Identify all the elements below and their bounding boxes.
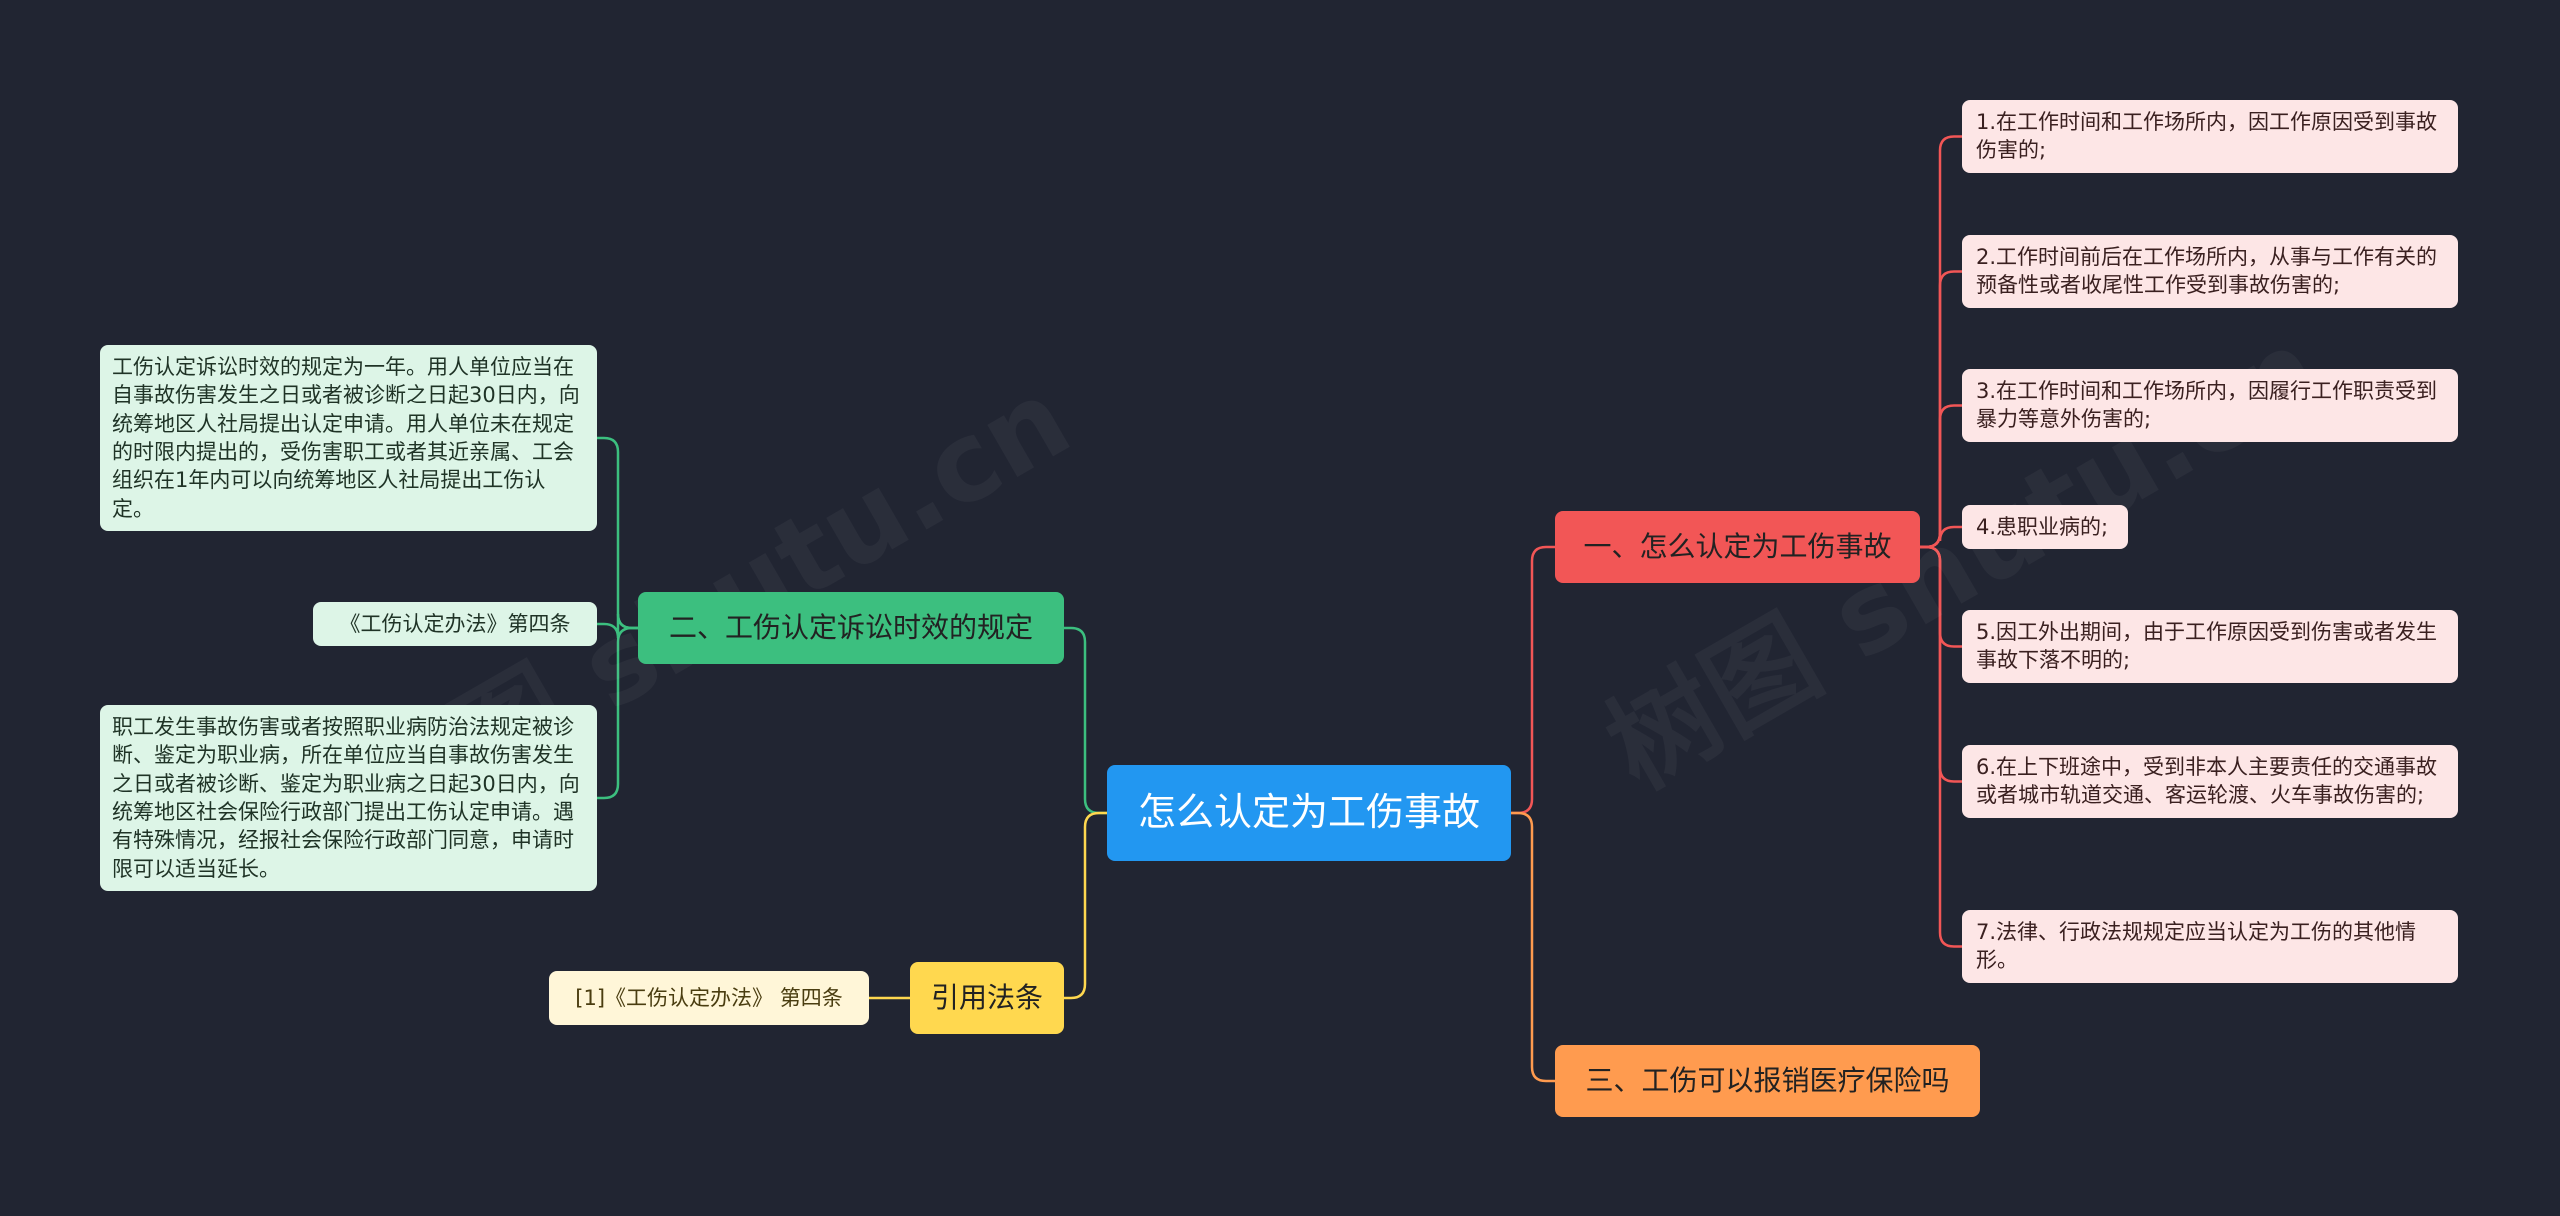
link-b2-leaf-2 <box>597 613 638 639</box>
link-b2-leaf-3 <box>597 626 638 800</box>
link-b1-leaf-7 <box>1920 545 1962 948</box>
branch-statute-of-limitations[interactable]: 二、工伤认定诉讼时效的规定 <box>638 592 1064 664</box>
branch-how-to-recognize[interactable]: 一、怎么认定为工伤事故 <box>1555 511 1920 583</box>
link-root-b3 <box>1511 811 1555 1083</box>
leaf-condition-1[interactable]: 1.在工作时间和工作场所内，因工作原因受到事故伤害的; <box>1962 100 2458 173</box>
leaf-condition-7[interactable]: 7.法律、行政法规规定应当认定为工伤的其他情形。 <box>1962 910 2458 983</box>
link-root-b2 <box>1064 626 1107 815</box>
leaf-occupational-disease-rule[interactable]: 职工发生事故伤害或者按照职业病防治法规定被诊断、鉴定为职业病，所在单位应当自事故… <box>100 705 597 892</box>
leaf-condition-6[interactable]: 6.在上下班途中，受到非本人主要责任的交通事故或者城市轨道交通、客运轮渡、火车事… <box>1962 745 2458 818</box>
leaf-limitation-rule[interactable]: 工伤认定诉讼时效的规定为一年。用人单位应当在自事故伤害发生之日或者被诊断之日起3… <box>100 345 597 532</box>
link-b2-leaf-1 <box>597 436 638 630</box>
leaf-condition-4[interactable]: 4.患职业病的; <box>1962 505 2128 550</box>
link-b1-leaf-4 <box>1920 525 1962 549</box>
branch-medical-insurance[interactable]: 三、工伤可以报销医疗保险吗 <box>1555 1045 1980 1117</box>
leaf-condition-3[interactable]: 3.在工作时间和工作场所内，因履行工作职责受到暴力等意外伤害的; <box>1962 369 2458 442</box>
leaf-condition-2[interactable]: 2.工作时间前后在工作场所内，从事与工作有关的预备性或者收尾性工作受到事故伤害的… <box>1962 235 2458 308</box>
branch-cited-articles[interactable]: 引用法条 <box>910 962 1064 1034</box>
root-topic[interactable]: 怎么认定为工伤事故 <box>1107 765 1511 861</box>
leaf-cited-article-1[interactable]: [1]《工伤认定办法》 第四条 <box>549 971 869 1025</box>
leaf-law-reference[interactable]: 《工伤认定办法》第四条 <box>313 602 597 647</box>
leaf-condition-5[interactable]: 5.因工外出期间，由于工作原因受到伤害或者发生事故下落不明的; <box>1962 610 2458 683</box>
link-root-b4 <box>1064 811 1107 1000</box>
link-root-b1 <box>1511 545 1555 815</box>
